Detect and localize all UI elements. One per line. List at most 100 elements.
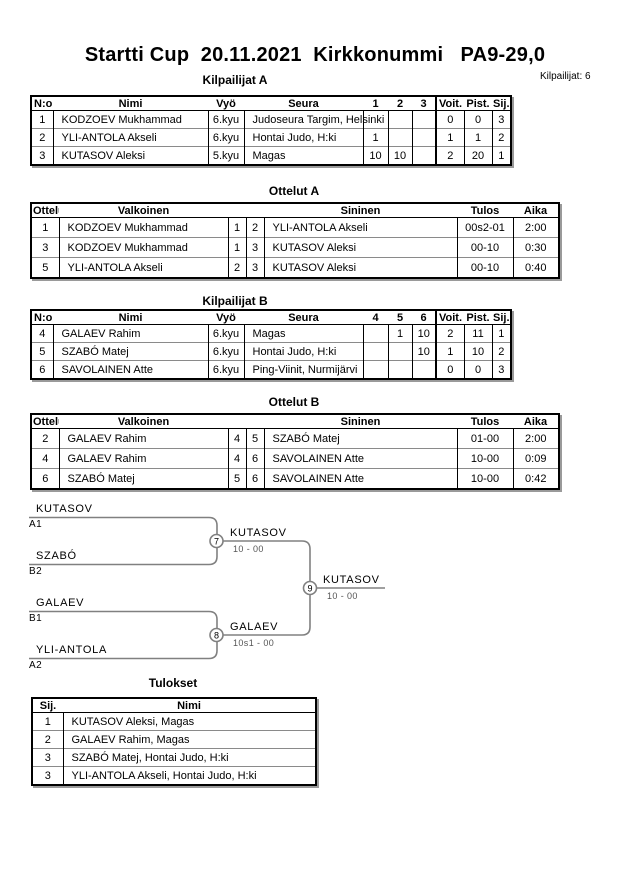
cell: 4 xyxy=(228,448,247,469)
cell: 0:40 xyxy=(513,257,559,278)
cell: KUTASOV Aleksi xyxy=(264,257,458,278)
cell: 10-00 xyxy=(457,448,514,469)
column-header: Tulos xyxy=(457,414,513,429)
cell: 1 xyxy=(464,128,493,147)
cell: 5 xyxy=(246,428,265,449)
cell: 01-00 xyxy=(457,428,514,449)
cell: 2 xyxy=(32,730,64,749)
cell: SZABÓ Matej xyxy=(59,468,229,489)
match9-circle xyxy=(302,580,318,596)
cell: 20 xyxy=(464,146,493,165)
bracket-lines: 7 8 9 xyxy=(29,516,385,660)
bracket-slot-name: SZABÓ xyxy=(36,550,77,562)
cell: 1 xyxy=(435,128,465,147)
column-header: Voit. xyxy=(435,96,464,111)
section-title-ottelut-a: Ottelut A xyxy=(268,184,320,198)
cell: 00-10 xyxy=(457,257,514,278)
cell: SAVOLAINEN Atte xyxy=(264,468,458,489)
match9-score: 10 - 00 xyxy=(327,591,358,601)
bracket-slot-name: YLI-ANTOLA xyxy=(36,644,107,656)
column-header: Sij. xyxy=(492,310,511,325)
column-header: 4 xyxy=(363,310,388,325)
column-header: Vyö xyxy=(208,310,244,325)
section-title-tulokset: Tulokset xyxy=(148,676,198,690)
cell xyxy=(363,110,389,129)
cell: 3 xyxy=(31,146,54,165)
cell: 3 xyxy=(32,748,64,767)
cell: 3 xyxy=(246,237,265,258)
cell: Magas xyxy=(244,146,364,165)
match8-circle xyxy=(209,627,224,643)
cell: 10-00 xyxy=(457,468,514,489)
column-header: Valkoinen xyxy=(59,203,228,218)
cell: KUTASOV Aleksi, Magas xyxy=(71,715,195,728)
column-header xyxy=(246,414,264,429)
section-title-ottelut-b: Ottelut B xyxy=(268,395,320,409)
cell xyxy=(388,128,413,147)
cell: 6.kyu xyxy=(208,128,245,147)
ottelut-b-table: OtteluValkoinenSininenTulosAika2GALAEV R… xyxy=(30,413,560,490)
column-header: 6 xyxy=(412,310,436,325)
column-header: Tulos xyxy=(457,203,513,218)
ottelut-a-table: OtteluValkoinenSininenTulosAika1KODZOEV … xyxy=(30,202,560,279)
cell: KUTASOV Aleksi xyxy=(264,237,458,258)
cell: YLI-ANTOLA Akseli xyxy=(59,257,229,278)
cell: 1 xyxy=(363,128,389,147)
page-title: Startti Cup 20.11.2021 Kirkkonummi PA9-2… xyxy=(84,44,546,66)
cell: 3 xyxy=(31,237,60,258)
bracket-slot-seed: A1 xyxy=(29,519,43,530)
cell: 6 xyxy=(31,360,54,379)
cell: 1 xyxy=(31,217,60,238)
cell: 1 xyxy=(492,146,511,165)
cell: 3 xyxy=(492,360,511,379)
cell: 00-10 xyxy=(457,237,514,258)
cell: 1 xyxy=(498,327,505,340)
cell: GALAEV Rahim xyxy=(59,428,229,449)
cell: YLI-ANTOLA Akseli, Hontai Judo, H:ki xyxy=(63,766,316,785)
column-header: Nimi xyxy=(63,698,316,713)
column-header: 5 xyxy=(388,310,412,325)
cell: YLI-ANTOLA Akseli xyxy=(264,217,458,238)
cell xyxy=(412,146,437,165)
cell: 10 xyxy=(464,342,493,361)
cell: 0:09 xyxy=(513,448,559,469)
cell: 2 xyxy=(492,342,511,361)
cell: 6 xyxy=(246,448,265,469)
results-table: OtteluValkoinenSininenTulosAika1KODZOEV … xyxy=(30,202,560,279)
cell: 1 xyxy=(388,324,413,343)
column-header xyxy=(228,414,246,429)
column-header: 1 xyxy=(363,96,388,111)
column-header: Nimi xyxy=(53,96,208,111)
column-header: Ottelu xyxy=(31,414,59,429)
header-row: Sij.Nimi xyxy=(32,698,316,713)
column-header: Seura xyxy=(244,310,363,325)
match8-number: 8 xyxy=(214,631,219,641)
column-header: N:o xyxy=(31,96,53,111)
cell: Magas xyxy=(244,324,364,343)
cell xyxy=(388,342,413,361)
column-header xyxy=(228,203,246,218)
cell: 0 xyxy=(464,110,493,129)
cell: 6 xyxy=(31,468,60,489)
column-header: 3 xyxy=(412,96,436,111)
cell: SAVOLAINEN Atte xyxy=(53,360,209,379)
column-header: Sininen xyxy=(264,414,457,429)
match7-winner: KUTASOV xyxy=(230,527,287,539)
match8-winner: GALAEV xyxy=(230,621,279,633)
cell: 5 xyxy=(228,468,247,489)
cell: Judoseura Targim, Helsinki xyxy=(244,110,384,129)
